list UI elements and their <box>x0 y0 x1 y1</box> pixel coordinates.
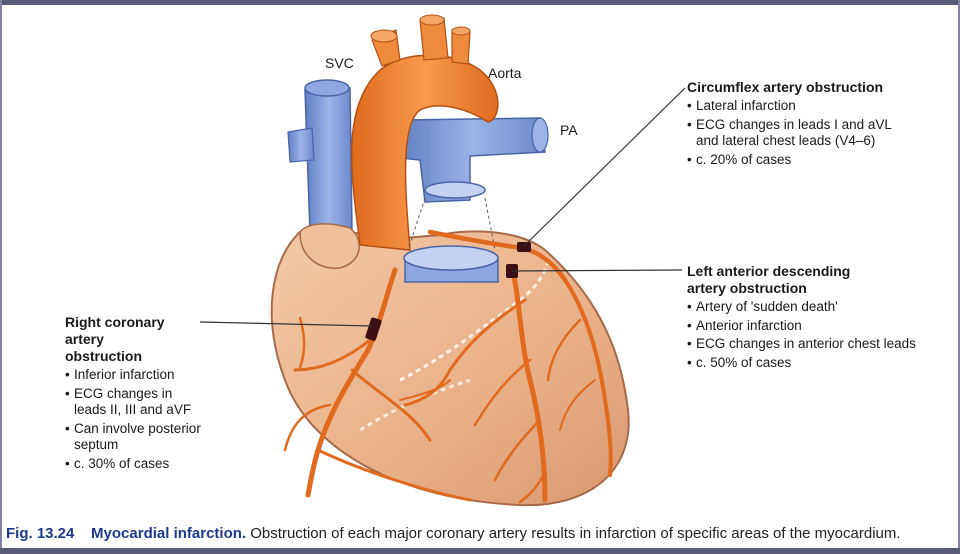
bottom-border <box>0 548 960 554</box>
figure-title: Myocardial infarction. <box>91 525 247 542</box>
rca-heading-line1: Right coronary artery <box>65 314 165 347</box>
lad-callout: Left anterior descending artery obstruct… <box>687 263 927 373</box>
figure-number: Fig. 13.24 <box>6 525 75 542</box>
pa-branch-opening <box>531 117 549 153</box>
figure-caption: Fig. 13.24 Myocardial infarction. Obstru… <box>6 525 901 542</box>
pulmonary-trunk-opening <box>403 245 499 271</box>
circumflex-heading: Circumflex artery obstruction <box>687 79 884 95</box>
rca-item: ECG changes in leads II, III and aVF <box>65 386 205 419</box>
aorta-label: Aorta <box>488 65 522 81</box>
lad-heading-line1: Left anterior descending <box>687 263 851 279</box>
right-atrium <box>299 223 360 269</box>
rca-occlusion <box>365 317 382 341</box>
lad-leader <box>511 269 683 272</box>
aorta <box>351 54 499 251</box>
lad-item: ECG changes in anterior chest leads <box>687 336 927 353</box>
left-vein-branch <box>287 127 315 163</box>
rca-item: Can involve posterior septum <box>65 421 205 454</box>
rca-callout: Right coronary artery obstruction Inferi… <box>65 314 205 474</box>
left-border <box>0 0 2 554</box>
lad-item: Anterior infarction <box>687 318 927 335</box>
circumflex-item: ECG changes in leads I and aVL and later… <box>687 117 907 150</box>
figure-text: Obstruction of each major coronary arter… <box>250 525 901 542</box>
upper-pa-opening <box>424 181 486 199</box>
heart-illustration <box>199 14 686 507</box>
rca-leader <box>199 321 373 327</box>
circumflex-item: c. 20% of cases <box>687 152 907 169</box>
rca-heading-line2: obstruction <box>65 348 142 364</box>
interventricular-line <box>399 261 550 382</box>
circumflex-leader <box>523 87 686 247</box>
right-border <box>958 0 960 554</box>
top-border <box>0 0 960 5</box>
circumflex-callout: Circumflex artery obstruction Lateral in… <box>687 79 907 170</box>
circumflex-occlusion <box>517 242 531 252</box>
lad-item: Artery of 'sudden death' <box>687 299 927 316</box>
circumflex-item: Lateral infarction <box>687 98 907 115</box>
pa-label: PA <box>560 122 578 138</box>
right-coronary-artery <box>283 267 472 502</box>
rca-item: c. 30% of cases <box>65 456 205 473</box>
lad-heading-line2: artery obstruction <box>687 280 807 296</box>
svc-opening <box>304 79 350 97</box>
lad-item: c. 50% of cases <box>687 355 927 372</box>
svc-label: SVC <box>325 55 354 71</box>
left-coronary-arteries <box>403 229 613 504</box>
rca-item: Inferior infarction <box>65 367 205 384</box>
